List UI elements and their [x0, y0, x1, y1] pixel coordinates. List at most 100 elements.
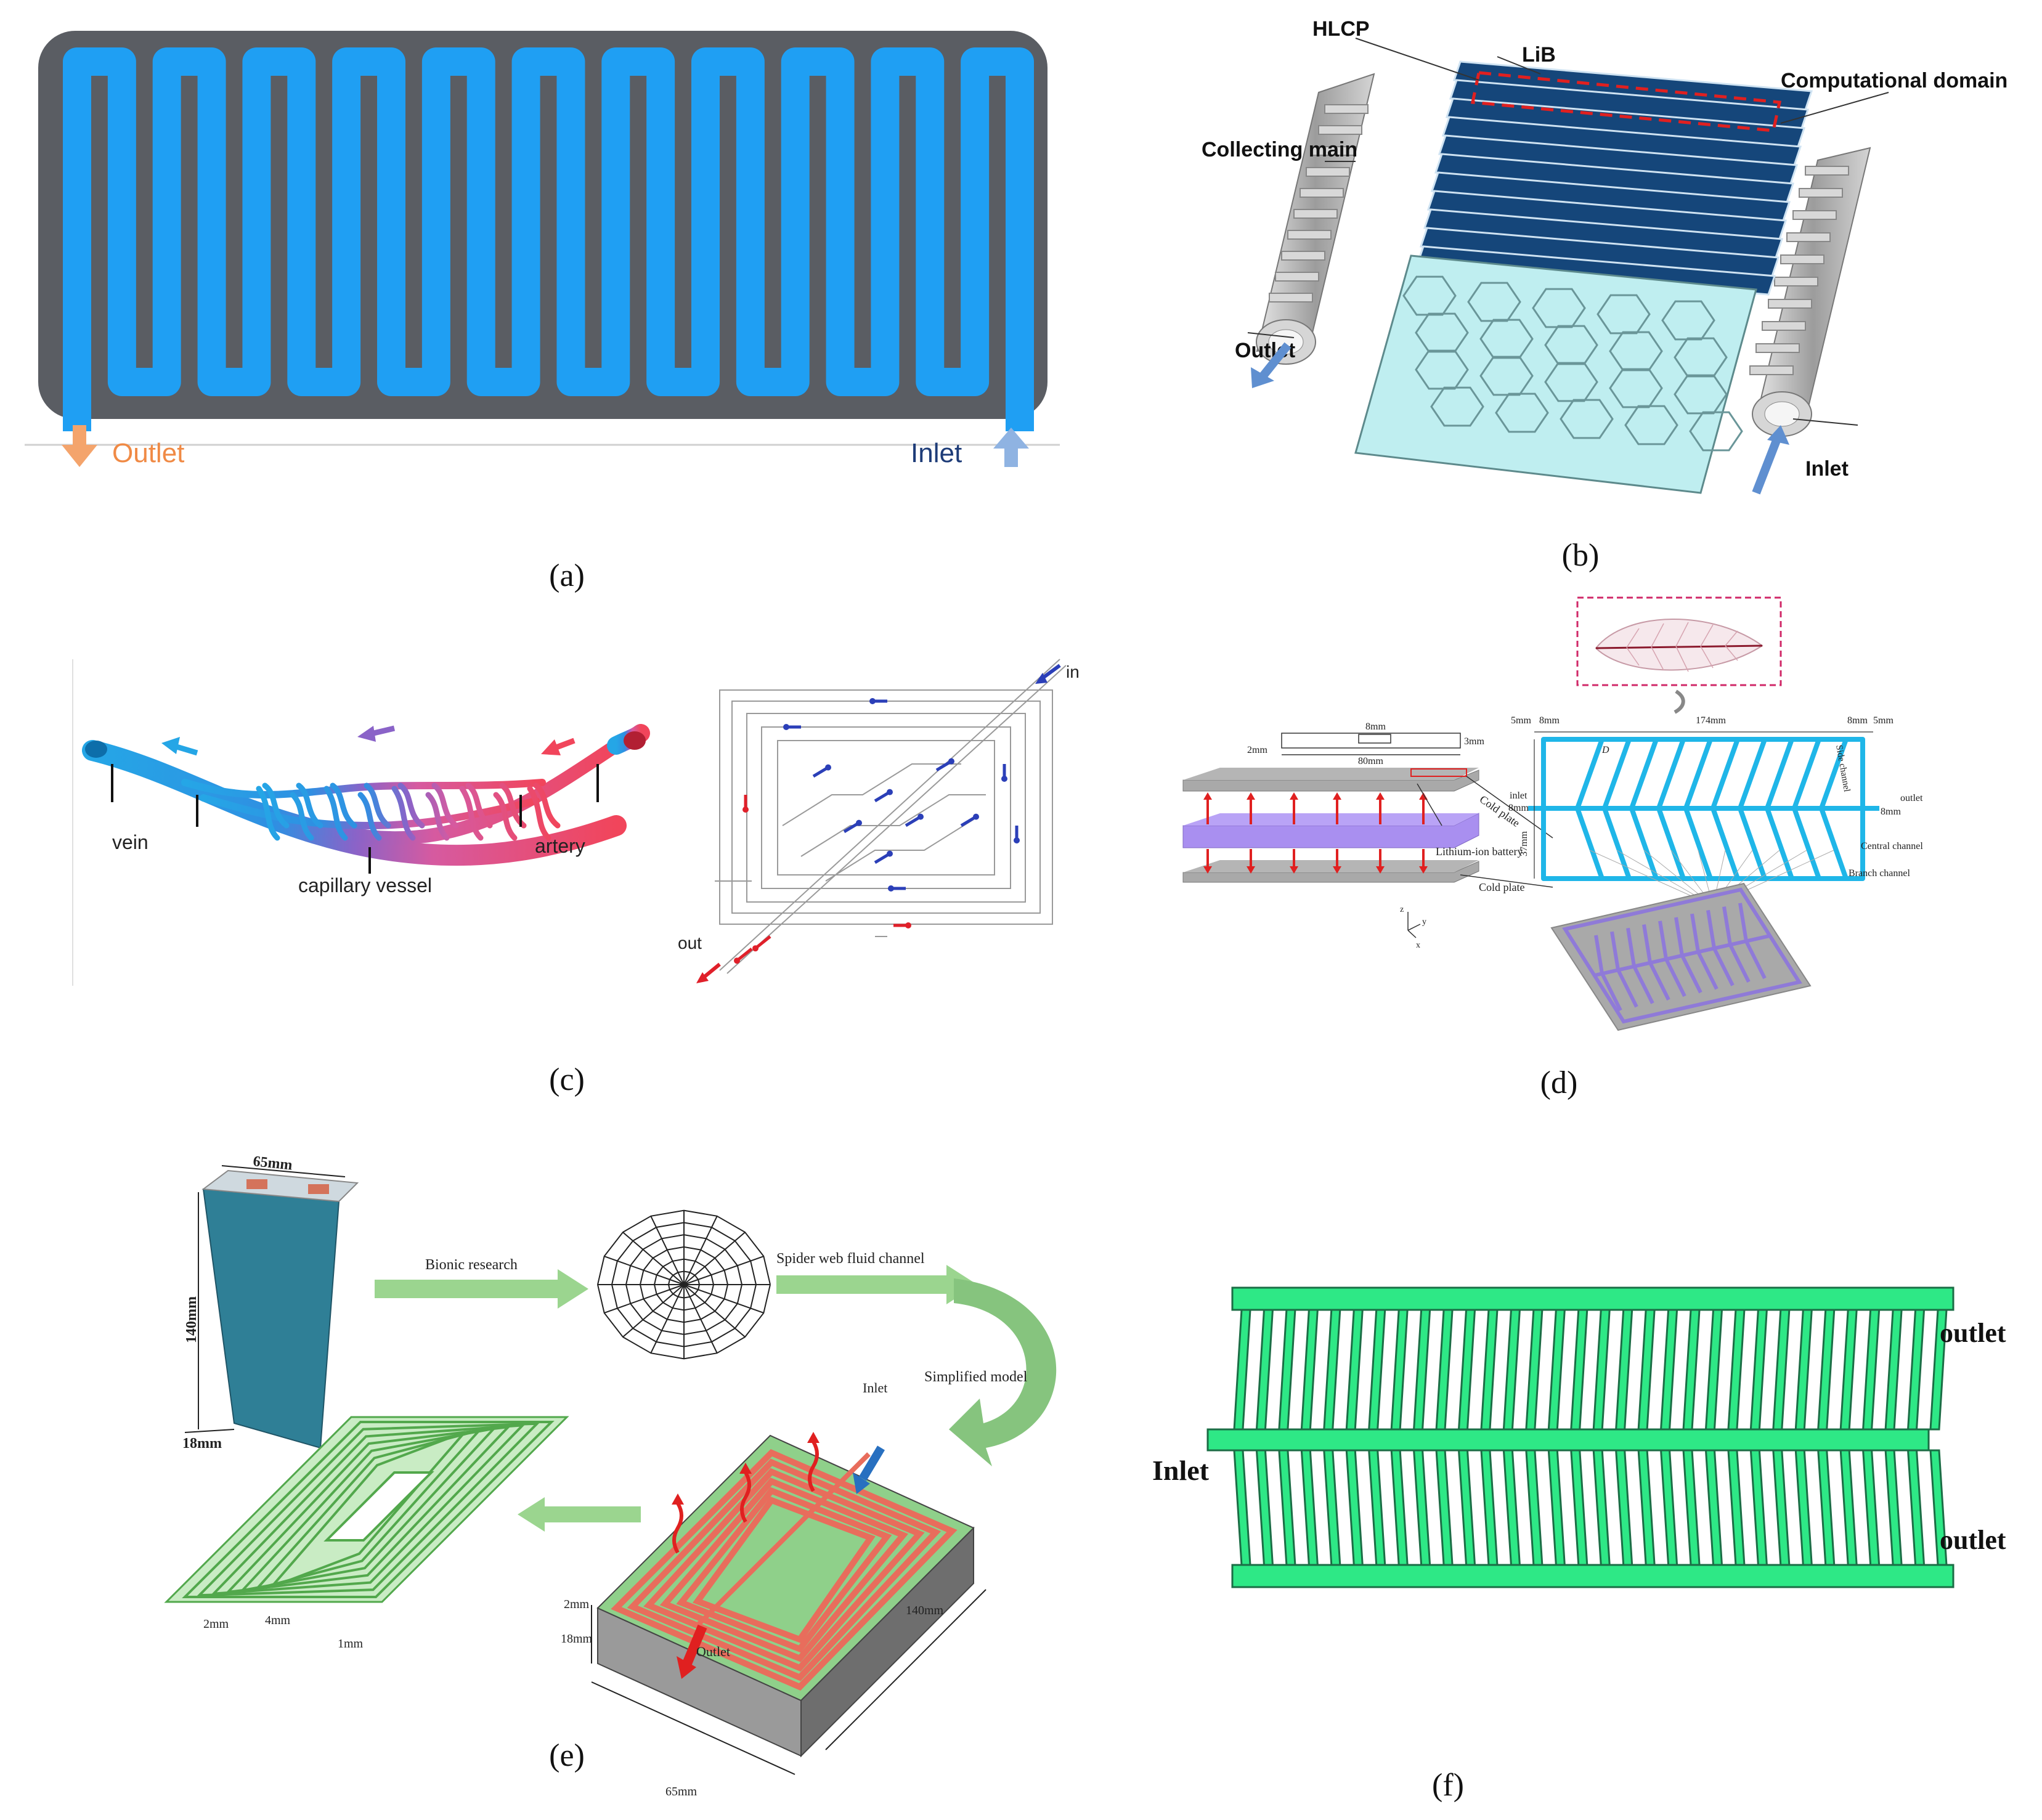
web-ring [653, 1258, 714, 1311]
dim-140mm-left: 140mm [184, 1296, 200, 1343]
connector-stub [1786, 232, 1831, 242]
caption-d: (d) [1540, 1065, 1578, 1100]
label-bionic-research: Bionic research [425, 1257, 518, 1273]
hexagon-cell [1609, 368, 1663, 408]
spiral-channel [676, 1487, 892, 1653]
hexagonal-channels [1402, 275, 1743, 452]
upper-branch-channel [1233, 1309, 1251, 1431]
flow-arrow-head [888, 885, 894, 892]
flow-arrow-head [825, 764, 831, 771]
flat-spiral-channel [182, 1421, 555, 1598]
heat-arrow-up-head [1376, 792, 1385, 800]
label-e-outlet: Outlet [696, 1644, 730, 1659]
axis-z: z [1400, 905, 1404, 914]
inlet-label: Inlet [911, 438, 962, 468]
connector-stub [1281, 251, 1325, 261]
dim-18mm-left: 18mm [182, 1436, 222, 1452]
plate3d-branch [1728, 944, 1751, 983]
lower-branch-channel [1682, 1449, 1701, 1566]
label-capillary-vessel: capillary vessel [298, 874, 432, 896]
flow-arrow-head [869, 698, 876, 704]
blood-vessel-network [82, 724, 650, 866]
web-radial [622, 1284, 685, 1338]
branch-channel [1683, 738, 1713, 810]
plate3d-branch [1664, 958, 1686, 997]
arrow-spider-web [776, 1265, 977, 1304]
spiral-channel [643, 1468, 925, 1672]
lower-branch-channel [1413, 1449, 1431, 1566]
plate3d-branch [1658, 920, 1668, 960]
inlet-arrow [993, 428, 1029, 467]
heat-arrow-down-head [1290, 866, 1298, 874]
branch-channel [1575, 807, 1605, 880]
outlet-label: Outlet [112, 438, 184, 468]
panel-c-vascular-bionic: vein artery capillary vessel in [0, 641, 1109, 1134]
terminal-right [308, 1184, 329, 1194]
leader-lines [1247, 38, 1889, 426]
spiral-trunk [694, 1452, 871, 1628]
upper-branch-channel [1906, 1309, 1926, 1431]
label-d-outlet-8mm: 8mm [1881, 806, 1901, 817]
upper-branch-channel [1794, 1309, 1813, 1431]
outlet-flow-arrow [1251, 342, 1292, 388]
channel-flow-arrows [734, 698, 1020, 964]
connector-stub [1269, 293, 1313, 303]
heat-arrows [672, 1432, 820, 1554]
flow-arrow-head [783, 724, 789, 730]
branch-channel [1602, 807, 1632, 880]
upper-branch-channel [1547, 1309, 1566, 1431]
flat-plate-channels [182, 1421, 555, 1598]
cross-section-drawing [1281, 733, 1461, 755]
leaf-dimension-lines [1534, 731, 1873, 879]
lower-branch-channel [1637, 1449, 1656, 1566]
dim-18mm-b: 18mm [561, 1632, 593, 1646]
hexagon-cell [1532, 288, 1586, 328]
dim-2mm: 2mm [1247, 745, 1267, 755]
label-d-inlet-8mm: 8mm [1508, 803, 1529, 813]
leaf-vein-channel-plan [1528, 737, 1879, 881]
heat-wave [672, 1502, 683, 1554]
lower-branch-channel [1727, 1449, 1746, 1566]
plate3d-branch [1738, 903, 1748, 942]
connector-stub [1287, 230, 1332, 240]
plate3d-branch [1594, 935, 1604, 974]
upper-branch-channel [1592, 1309, 1611, 1431]
upper-branch-channel [1727, 1309, 1746, 1431]
panel-c-figure: vein artery capillary vessel in [72, 659, 1080, 986]
d-leader-lines [1417, 776, 1553, 888]
upper-branch-channel [1255, 1309, 1274, 1431]
plate3d-branch [1616, 969, 1638, 1008]
connector-stub [1293, 209, 1338, 219]
label-computational-domain: Computational domain [1781, 69, 2007, 92]
dim-8mm-left: 8mm [1539, 715, 1560, 726]
lower-branch-channel [1884, 1449, 1903, 1566]
web-ring [611, 1222, 757, 1347]
label-d-outlet: outlet [1900, 793, 1923, 803]
label-d-inlet: inlet [1510, 790, 1527, 801]
flow-arrow-head [734, 957, 740, 964]
connector-stub [1749, 365, 1794, 375]
lower-branch-channel [1368, 1449, 1386, 1566]
connector-stub [1762, 321, 1806, 331]
plate3d-branch [1674, 917, 1684, 956]
lower-branch-channel [1862, 1449, 1881, 1566]
upper-branch-channel [1704, 1309, 1723, 1431]
connector-stub [1300, 188, 1344, 198]
flow-arrow-shaft [754, 935, 771, 950]
lower-branch-channel [1704, 1449, 1723, 1566]
dim-1mm: 1mm [338, 1637, 364, 1651]
upper-branch-channel [1502, 1309, 1521, 1431]
flow-arrow-head [856, 819, 862, 826]
flat-spiral-channel [270, 1431, 466, 1588]
heat-arrow-up-head [1333, 792, 1341, 800]
flow-arrow-head [1001, 776, 1007, 782]
plate3d-branch [1642, 924, 1652, 964]
lower-branch-channel [1817, 1449, 1836, 1566]
hexagon-cell [1689, 411, 1743, 452]
panel-d-figure: 8mm 3mm 2mm 80mm Cold plate Lithium-ion … [1182, 596, 1923, 1031]
axis-x: x [1416, 941, 1420, 950]
upper-branch-channel [1884, 1309, 1903, 1431]
branch-channel [1738, 807, 1767, 880]
heat-arrow-up-head [1203, 792, 1212, 800]
lower-branch-channel [1233, 1449, 1251, 1566]
